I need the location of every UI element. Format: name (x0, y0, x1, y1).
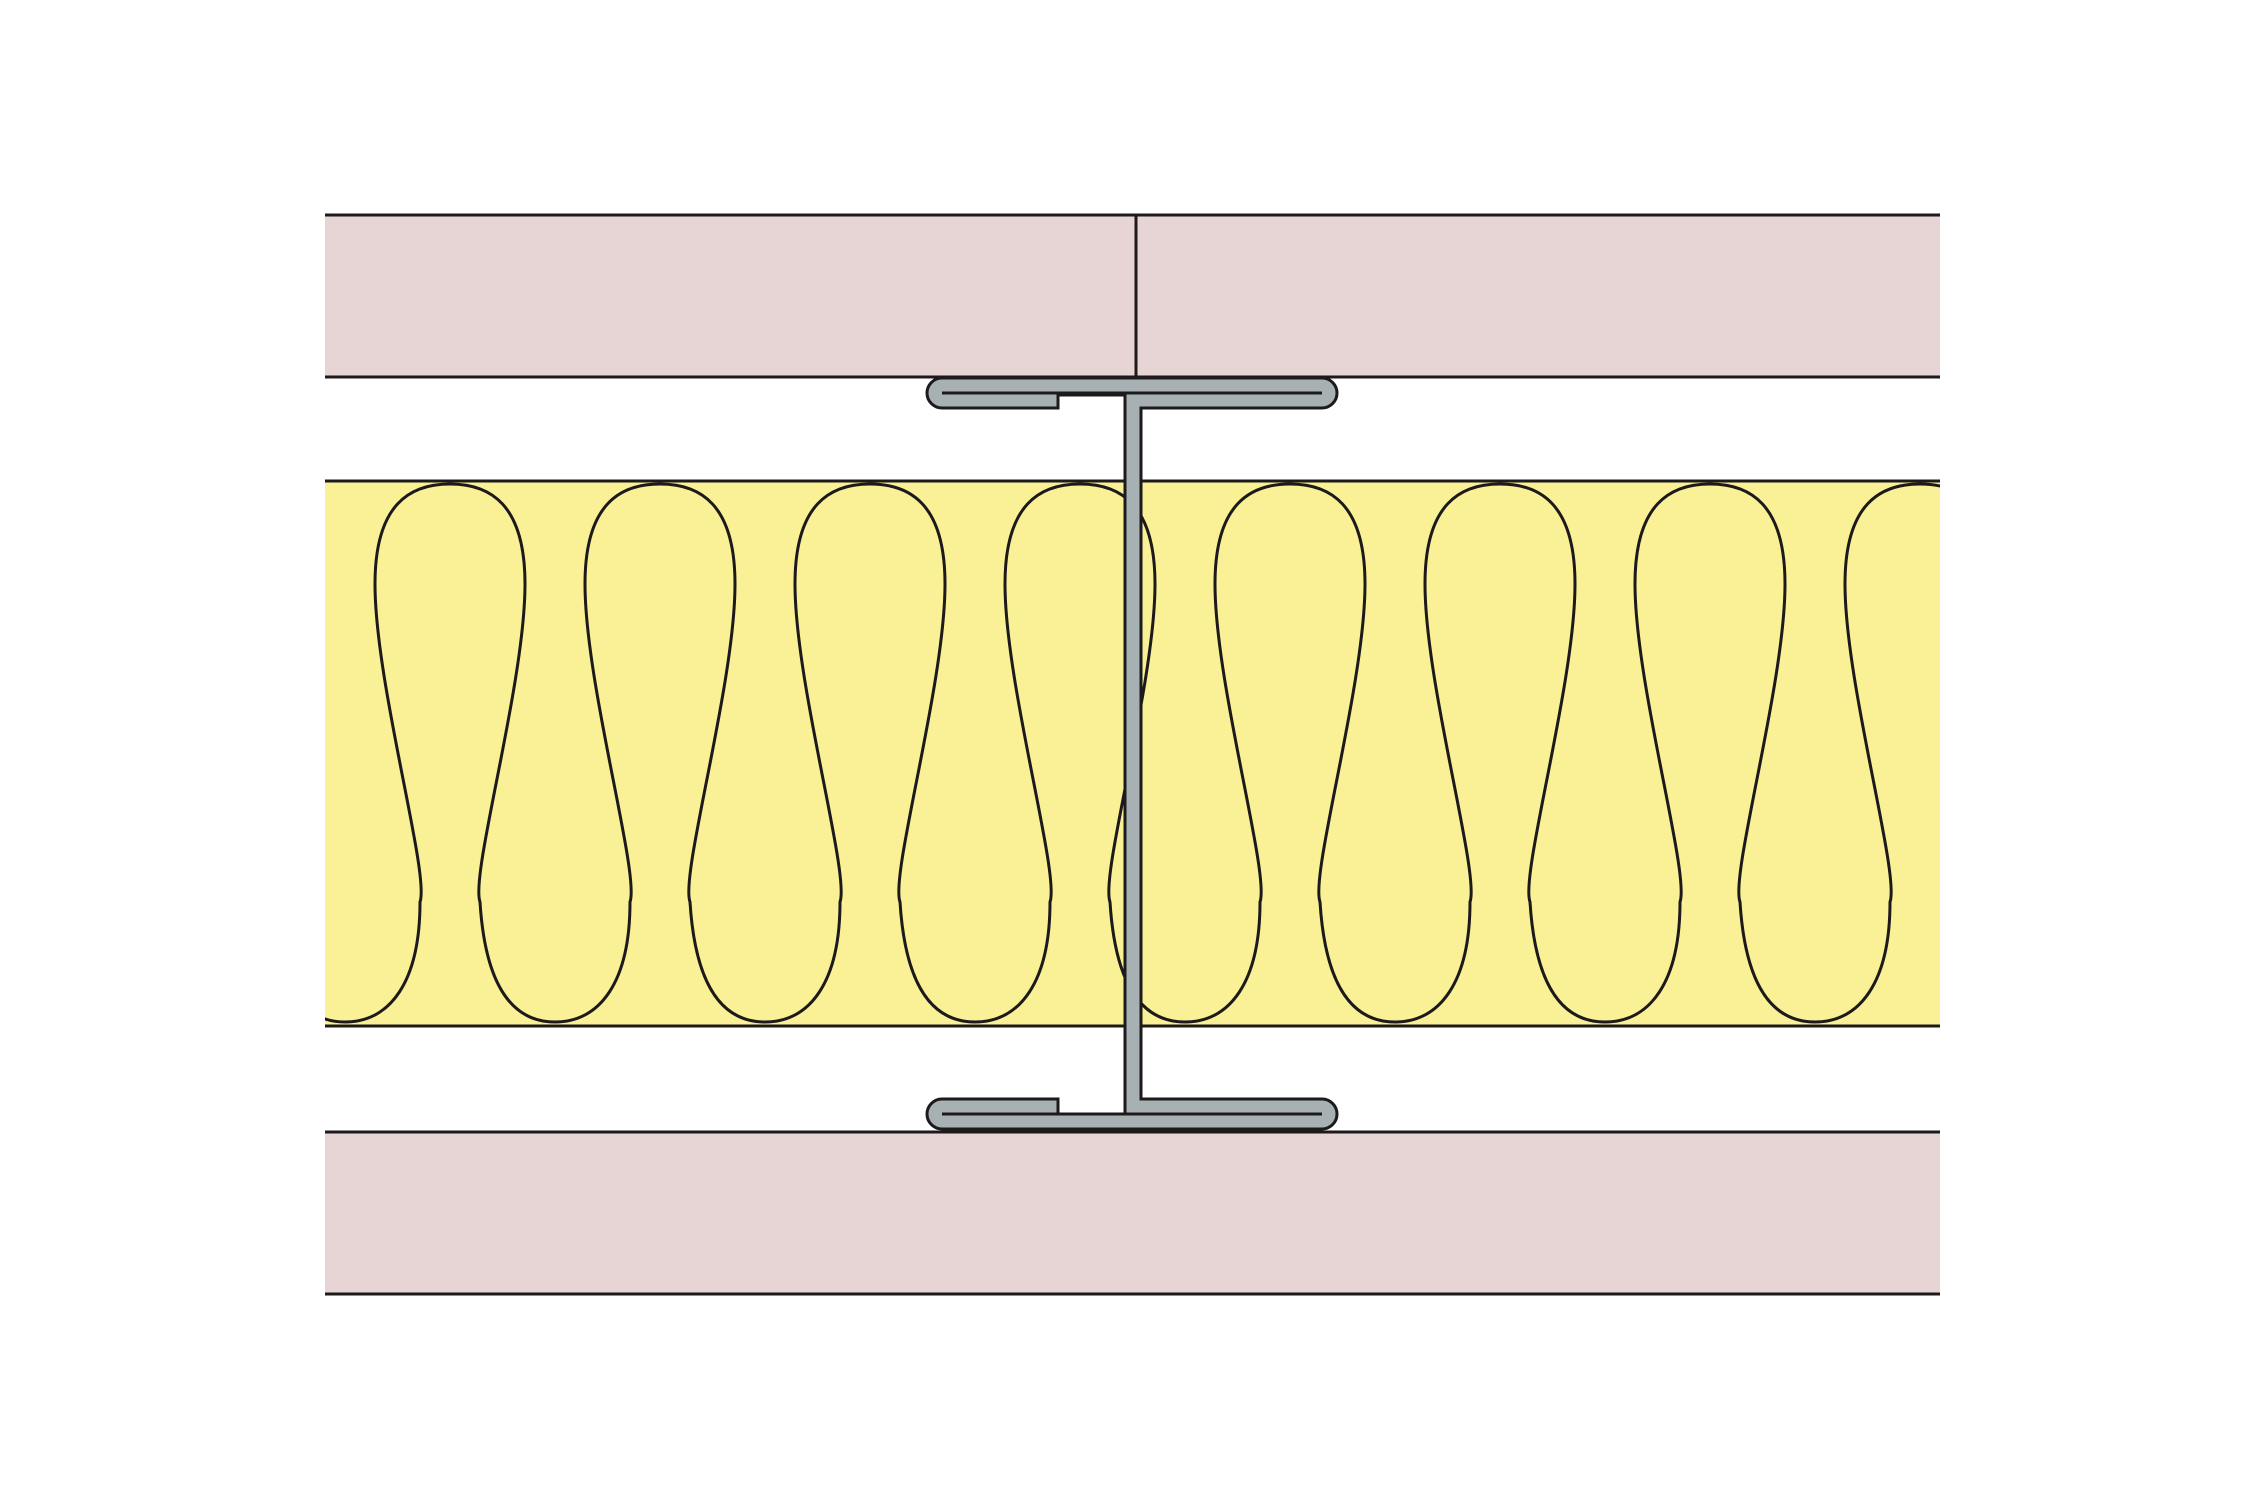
insulation-loop (373, 482, 633, 1024)
bottom-plasterboard-fill (325, 1132, 1940, 1294)
insulation-loop (1843, 482, 1940, 585)
insulation-loop (1213, 482, 1473, 1024)
bottom-plasterboard-layer (325, 1130, 1940, 1296)
insulation-loop (1633, 482, 1893, 1024)
insulation-loop (325, 583, 423, 1024)
insulation-loop (1423, 482, 1683, 1024)
mineral-wool-insulation (325, 479, 2250, 1028)
top-plasterboard-layer (325, 213, 1940, 379)
insulation-loop (1003, 482, 1263, 1024)
insulation-loops (325, 482, 2250, 1024)
steel-stud (925, 376, 1339, 1131)
stud-top-flange (925, 376, 1339, 1131)
insulation-loop (583, 482, 843, 1024)
insulation-loop (2055, 484, 2250, 1022)
top-plasterboard-fill (325, 215, 1940, 377)
insulation-loop (793, 482, 1053, 1024)
